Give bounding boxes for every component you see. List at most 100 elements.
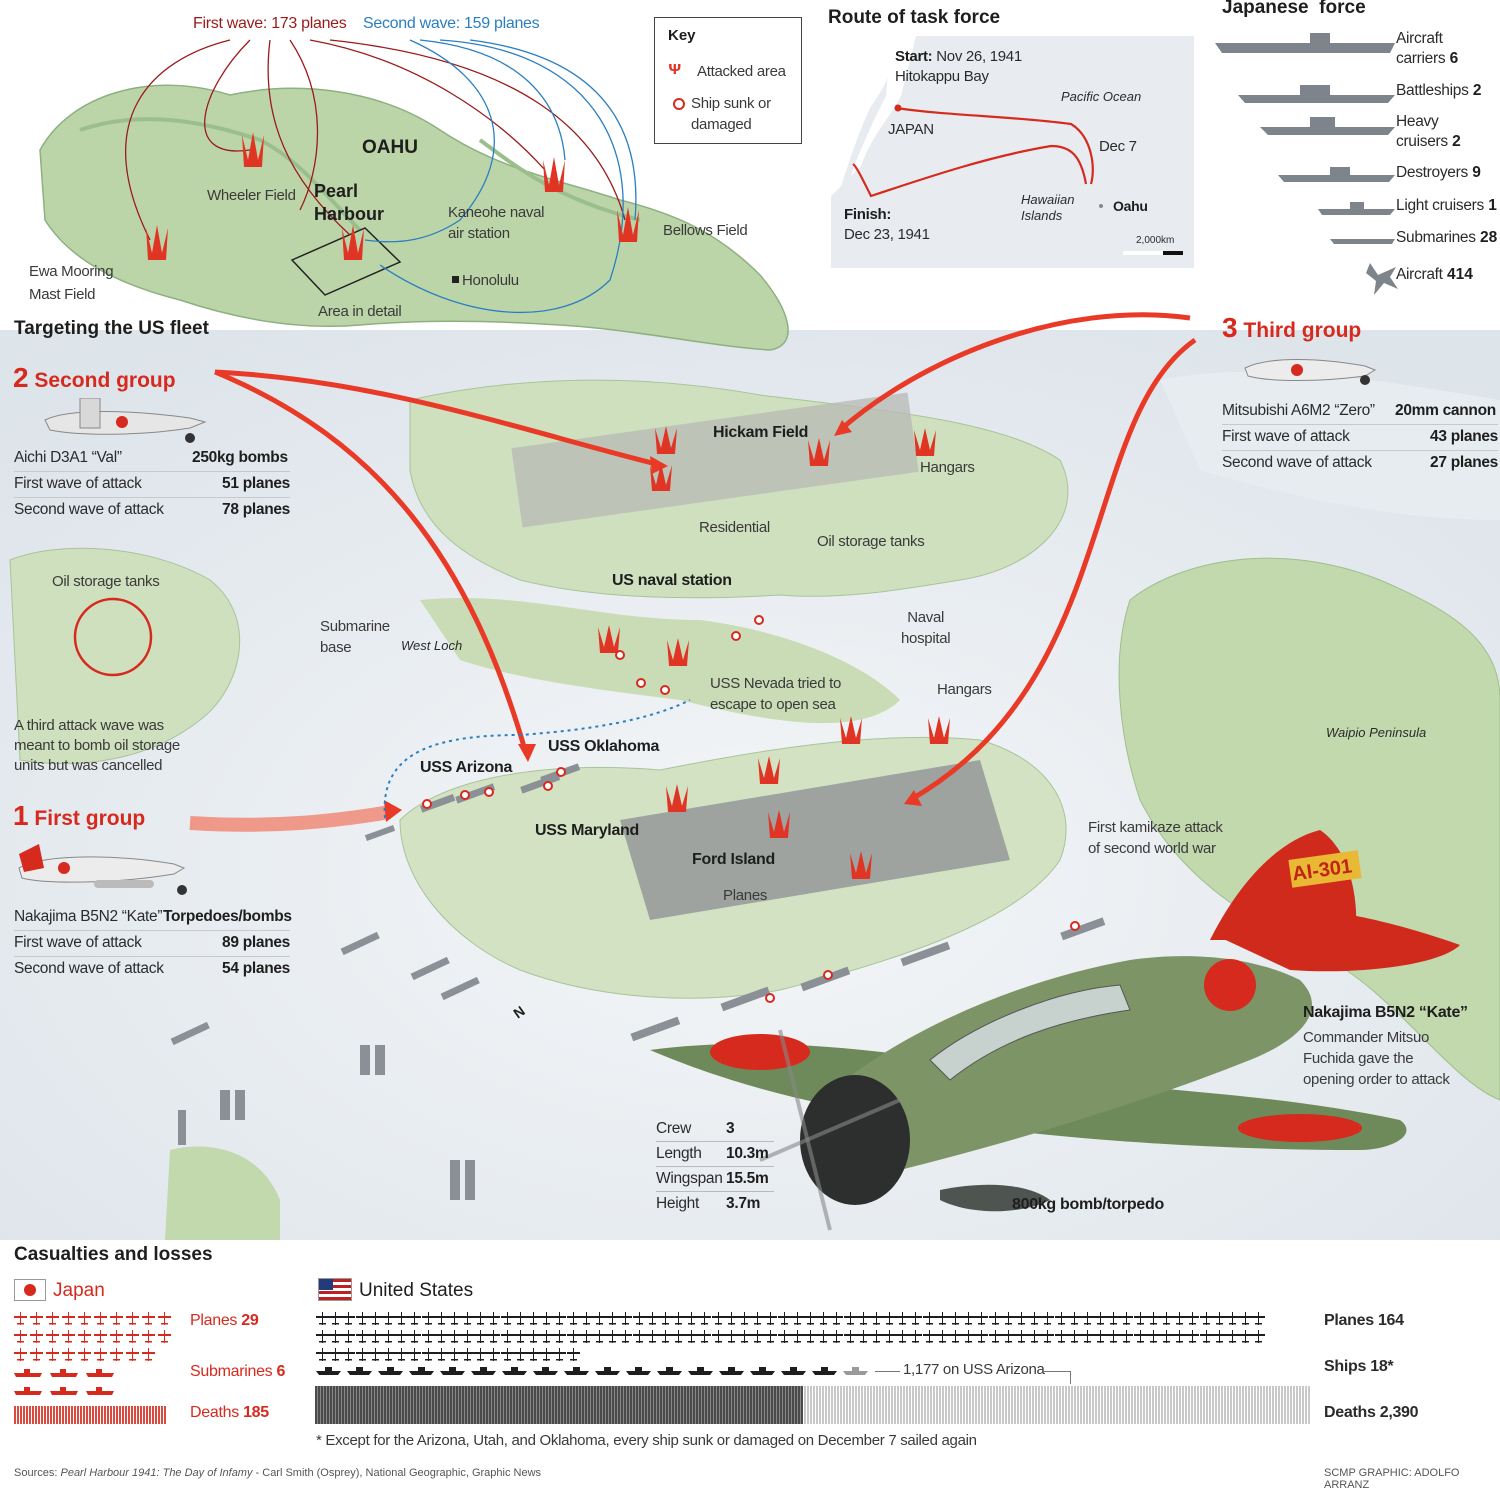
plane-icon <box>461 1330 475 1343</box>
plane-icon <box>579 1330 593 1343</box>
plane-icon <box>500 1330 514 1343</box>
plane-icon <box>94 1348 107 1361</box>
kate-small-illustration <box>18 844 187 895</box>
plane-icon <box>619 1330 633 1343</box>
plane-icon <box>78 1312 91 1325</box>
ship-icon <box>533 1362 558 1375</box>
plane-icon <box>922 1312 936 1325</box>
plane-icon <box>1133 1330 1147 1343</box>
residential-label: Residential <box>699 519 770 536</box>
plane-icon <box>962 1312 976 1325</box>
japanese-force-list: Aircraft carriers 6 Battleships 2 Heavy … <box>1210 25 1500 305</box>
plane-icon <box>329 1330 343 1343</box>
plane-icon <box>142 1348 155 1361</box>
plane-icon <box>62 1312 75 1325</box>
plane-icon <box>447 1330 461 1343</box>
third-wave-note: A third attack wave was meant to bomb oi… <box>14 717 180 774</box>
bomb-label: 800kg bomb/torpedo <box>1012 1196 1164 1213</box>
submarine-icon <box>50 1364 78 1377</box>
plane-icon <box>803 1312 817 1325</box>
plane-icon <box>342 1312 356 1325</box>
plane-icon <box>738 1312 751 1325</box>
plane-icon <box>830 1312 844 1325</box>
us-deaths-bar <box>315 1386 1310 1424</box>
plane-icon <box>790 1330 804 1343</box>
key-title: Key <box>668 27 696 44</box>
plane-icon <box>645 1312 659 1325</box>
plane-icon <box>1094 1330 1108 1343</box>
plane-icon <box>46 1330 59 1343</box>
second-wave-label: Second wave: 159 planes <box>363 15 540 32</box>
plane-icon <box>869 1330 883 1343</box>
kate-title: Nakajima B5N2 “Kate” <box>1303 1004 1468 1021</box>
oahu-label: OAHU <box>362 137 418 158</box>
plane-icon <box>830 1330 844 1343</box>
route-japan: JAPAN <box>888 121 934 138</box>
plane-icon <box>1028 1312 1042 1325</box>
route-map-drawing <box>831 36 1183 255</box>
ship-icon <box>843 1362 868 1375</box>
plane-icon <box>606 1312 620 1325</box>
route-dec7: Dec 7 <box>1099 138 1137 155</box>
ship-icon <box>347 1362 372 1375</box>
plane-icon <box>724 1312 738 1325</box>
attacked-area-icon: ᴪ <box>668 58 682 78</box>
plane-icon <box>1212 1330 1226 1343</box>
plane-icon <box>46 1348 59 1361</box>
wheeler-field-label: Wheeler Field <box>207 187 296 204</box>
plane-icon <box>817 1312 831 1325</box>
ship-icon <box>719 1362 744 1375</box>
plane-icon <box>843 1330 857 1343</box>
zero-weapon: 20mm cannon <box>1395 402 1496 419</box>
plane-icon <box>856 1330 870 1343</box>
plane-icon <box>1239 1312 1253 1325</box>
plane-icon <box>553 1330 567 1343</box>
kate-small-plane-name: Nakajima B5N2 “Kate” <box>14 908 163 925</box>
plane-icon <box>355 1330 369 1343</box>
west-loch-label: West Loch <box>401 638 463 653</box>
plane-icon <box>1239 1330 1253 1343</box>
plane-icon <box>342 1330 356 1343</box>
kaneohe-label: Kaneohe naval air station <box>448 204 545 242</box>
plane-icon <box>540 1330 554 1343</box>
plane-icon <box>777 1312 791 1325</box>
plane-icon <box>1041 1330 1055 1343</box>
plane-icon <box>1252 1330 1266 1343</box>
ship-icon <box>378 1362 403 1375</box>
route-finish-date: Dec 23, 1941 <box>844 226 930 243</box>
plane-icon <box>461 1348 475 1361</box>
plane-icon <box>896 1312 910 1325</box>
plane-icon <box>487 1348 501 1361</box>
plane-icon <box>474 1312 488 1325</box>
plane-icon <box>685 1312 699 1325</box>
plane-icon <box>1120 1312 1134 1325</box>
plane-icon <box>14 1348 27 1361</box>
plane-icon <box>1014 1330 1028 1343</box>
val-weapon: 250kg bombs <box>192 449 288 466</box>
plane-icon <box>110 1312 123 1325</box>
ship-icon <box>812 1362 837 1375</box>
plane-icon <box>1225 1312 1239 1325</box>
key-box: Key ᴪ Attacked area Ship sunk or damaged <box>654 17 802 144</box>
plane-icon <box>883 1312 897 1325</box>
plane-icon <box>329 1312 343 1325</box>
submarine-icon <box>50 1382 78 1395</box>
plane-icon <box>711 1312 725 1325</box>
uss-oklahoma-label: USS Oklahoma <box>548 738 660 755</box>
force-item-destroyers: Destroyers 9 <box>1396 164 1481 181</box>
plane-icon <box>1225 1330 1239 1343</box>
plane-icon <box>1067 1312 1081 1325</box>
us-deaths-stat: Deaths 2,390 <box>1324 1404 1419 1421</box>
honolulu-marker <box>452 276 459 283</box>
route-map: Start: Nov 26, 1941 Hitokappu Bay JAPAN … <box>831 36 1194 268</box>
route-finish-label: Finish: <box>844 206 892 223</box>
map-illustration: AI-301 <box>0 39 1500 1240</box>
plane-icon <box>487 1312 501 1325</box>
plane-icon <box>698 1312 712 1325</box>
ship-icon <box>502 1362 527 1375</box>
plane-icon <box>1186 1330 1200 1343</box>
